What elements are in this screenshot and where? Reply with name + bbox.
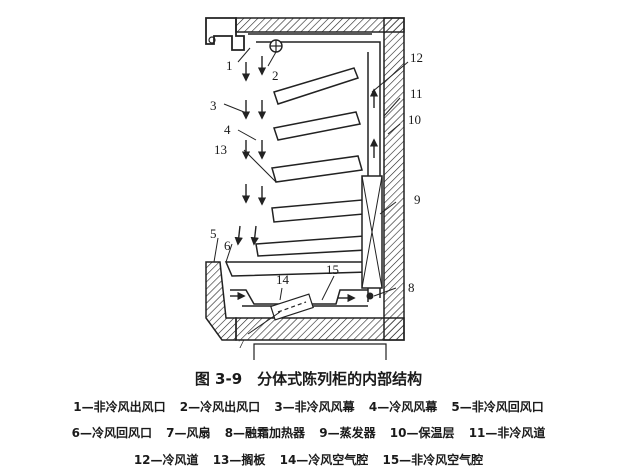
legend-item-1: 1—非冷风出风口 bbox=[73, 400, 166, 414]
legend-item-12: 12—冷风道 bbox=[133, 453, 199, 467]
legend-row-2: 6—冷风回风口 7—风扇 8—融霜加热器 9—蒸发器 10—保温层 11—非冷风… bbox=[0, 424, 617, 441]
callout-9: 9 bbox=[414, 192, 421, 207]
callout-11: 11 bbox=[410, 86, 423, 101]
callout-15: 15 bbox=[326, 262, 339, 277]
callout-8: 8 bbox=[408, 280, 415, 295]
callout-labels: 1 2 3 4 13 5 6 7 8 9 10 11 12 14 15 bbox=[210, 50, 423, 351]
legend-item-9: 9—蒸发器 bbox=[319, 426, 376, 440]
legend-item-2: 2—冷风出风口 bbox=[179, 400, 261, 414]
evaporator bbox=[361, 175, 383, 289]
airflow-arrows bbox=[230, 56, 379, 303]
defrost-heater bbox=[366, 292, 374, 300]
callout-4: 4 bbox=[224, 122, 231, 137]
legend-item-11: 11—非冷风道 bbox=[468, 426, 546, 440]
callout-6: 6 bbox=[224, 238, 231, 253]
callout-12: 12 bbox=[410, 50, 423, 65]
legend-row-3: 12—冷风道 13—搁板 14—冷风空气腔 15—非冷风空气腔 bbox=[0, 451, 617, 468]
shelves bbox=[224, 67, 369, 277]
legend-item-8: 8—融霜加热器 bbox=[224, 426, 306, 440]
callout-leaders bbox=[213, 47, 409, 335]
callout-13: 13 bbox=[214, 142, 227, 157]
legend-item-3: 3—非冷风风幕 bbox=[274, 400, 355, 414]
return-airflow-line bbox=[253, 343, 387, 360]
legend-row-1: 1—非冷风出风口 2—冷风出风口 3—非冷风风幕 4—冷风风幕 5—非冷风回风口 bbox=[0, 398, 617, 415]
lower-fan-icon bbox=[270, 293, 314, 321]
callout-3: 3 bbox=[210, 98, 217, 113]
top-fan-icon bbox=[269, 39, 283, 53]
legend-item-5: 5—非冷风回风口 bbox=[451, 400, 544, 414]
callout-14: 14 bbox=[276, 272, 290, 287]
cabinet-structure-diagram: 1 2 3 4 13 5 6 7 8 9 10 11 12 14 15 bbox=[205, 17, 423, 360]
legend-item-13: 13—搁板 bbox=[212, 453, 266, 467]
legend-item-7: 7—风扇 bbox=[166, 426, 211, 440]
legend-item-14: 14—冷风空气腔 bbox=[279, 453, 369, 467]
legend-item-6: 6—冷风回风口 bbox=[71, 426, 152, 440]
callout-1: 1 bbox=[226, 58, 233, 73]
top-outlet-housing bbox=[205, 17, 245, 51]
callout-10: 10 bbox=[408, 112, 421, 127]
callout-7: 7 bbox=[238, 336, 245, 351]
callout-5: 5 bbox=[210, 226, 217, 241]
legend-item-4: 4—冷风风幕 bbox=[368, 400, 438, 414]
callout-2: 2 bbox=[272, 68, 279, 83]
legend-item-15: 15—非冷风空气腔 bbox=[382, 453, 484, 467]
legend-item-10: 10—保温层 bbox=[389, 426, 455, 440]
figure-caption: 图 3-9 分体式陈列柜的内部结构 bbox=[194, 370, 423, 388]
